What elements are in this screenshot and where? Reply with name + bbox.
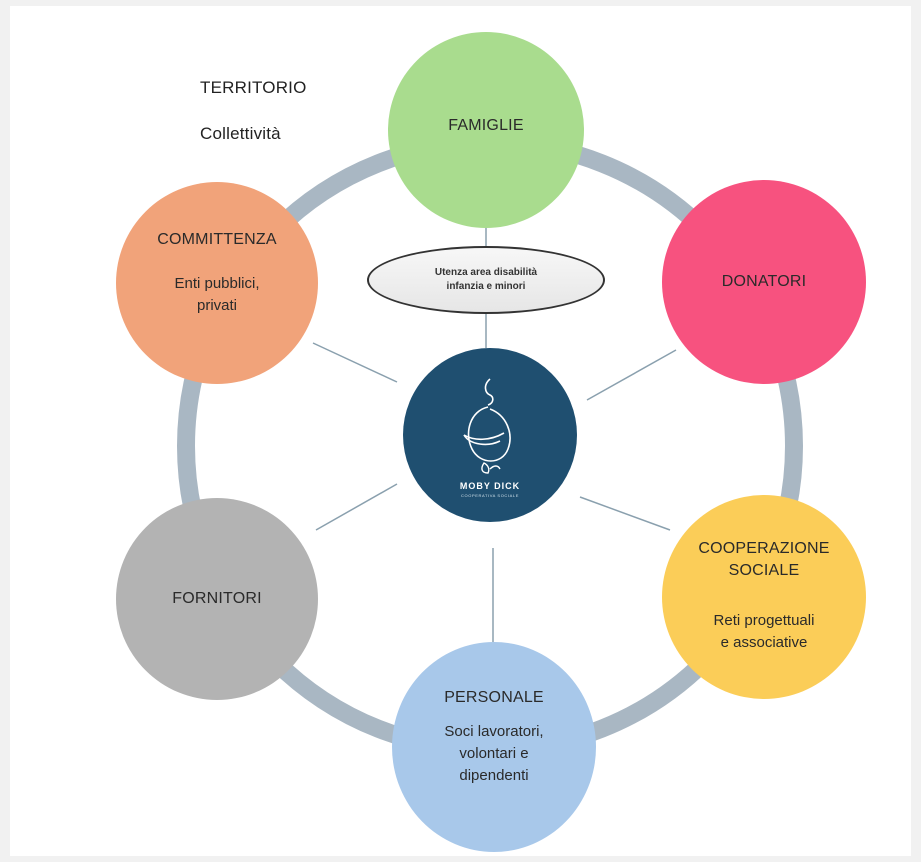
committenza-sub-line1: Enti pubblici, [174,275,260,292]
fornitori-title: FORNITORI [172,590,262,607]
territorio-label: TERRITORIO [200,78,307,97]
personale-sub-line3: dipendenti [459,767,529,784]
personale-title: PERSONALE [444,689,544,706]
node-cooperazione: COOPERAZIONE SOCIALE Reti progettuali e … [662,495,866,699]
utenza-ellipse: Utenza area disabilità infanzia e minori [367,246,605,314]
cooperazione-sub-line1: Reti progettuali [713,612,815,629]
cooperazione-title-line2: SOCIALE [728,562,800,579]
connector-cooperazione [579,496,671,531]
committenza-sub-line2: privati [196,297,237,314]
donatori-title: DONATORI [721,273,807,290]
whale-icon [463,377,511,474]
utenza-line2: infanzia e minori [446,281,526,292]
connector-fornitori [315,483,398,531]
collettivita-label: Collettività [200,124,281,143]
logo-name: MOBY DICK [459,480,521,491]
connector-committenza [312,342,398,383]
moby-dick-logo: MOBY DICK COOPERATIVA SOCIALE [403,348,577,522]
cooperazione-title-line1: COOPERAZIONE [698,540,830,557]
node-famiglie: FAMIGLIE [388,32,584,228]
node-personale: PERSONALE Soci lavoratori, volontari e d… [392,642,596,852]
node-donatori: DONATORI [662,180,866,384]
connector-donatori [586,349,677,401]
logo-subtitle: COOPERATIVA SOCIALE [461,492,519,498]
node-committenza: COMMITTENZA Enti pubblici, privati [116,182,318,384]
node-fornitori: FORNITORI [116,498,318,700]
personale-sub-line1: Soci lavoratori, [444,723,544,740]
cooperazione-sub-line2: e associative [720,634,808,651]
personale-sub-line2: volontari e [459,745,529,762]
committenza-title: COMMITTENZA [157,231,277,248]
famiglie-title: FAMIGLIE [448,117,524,134]
utenza-line1: Utenza area disabilità [434,267,538,278]
